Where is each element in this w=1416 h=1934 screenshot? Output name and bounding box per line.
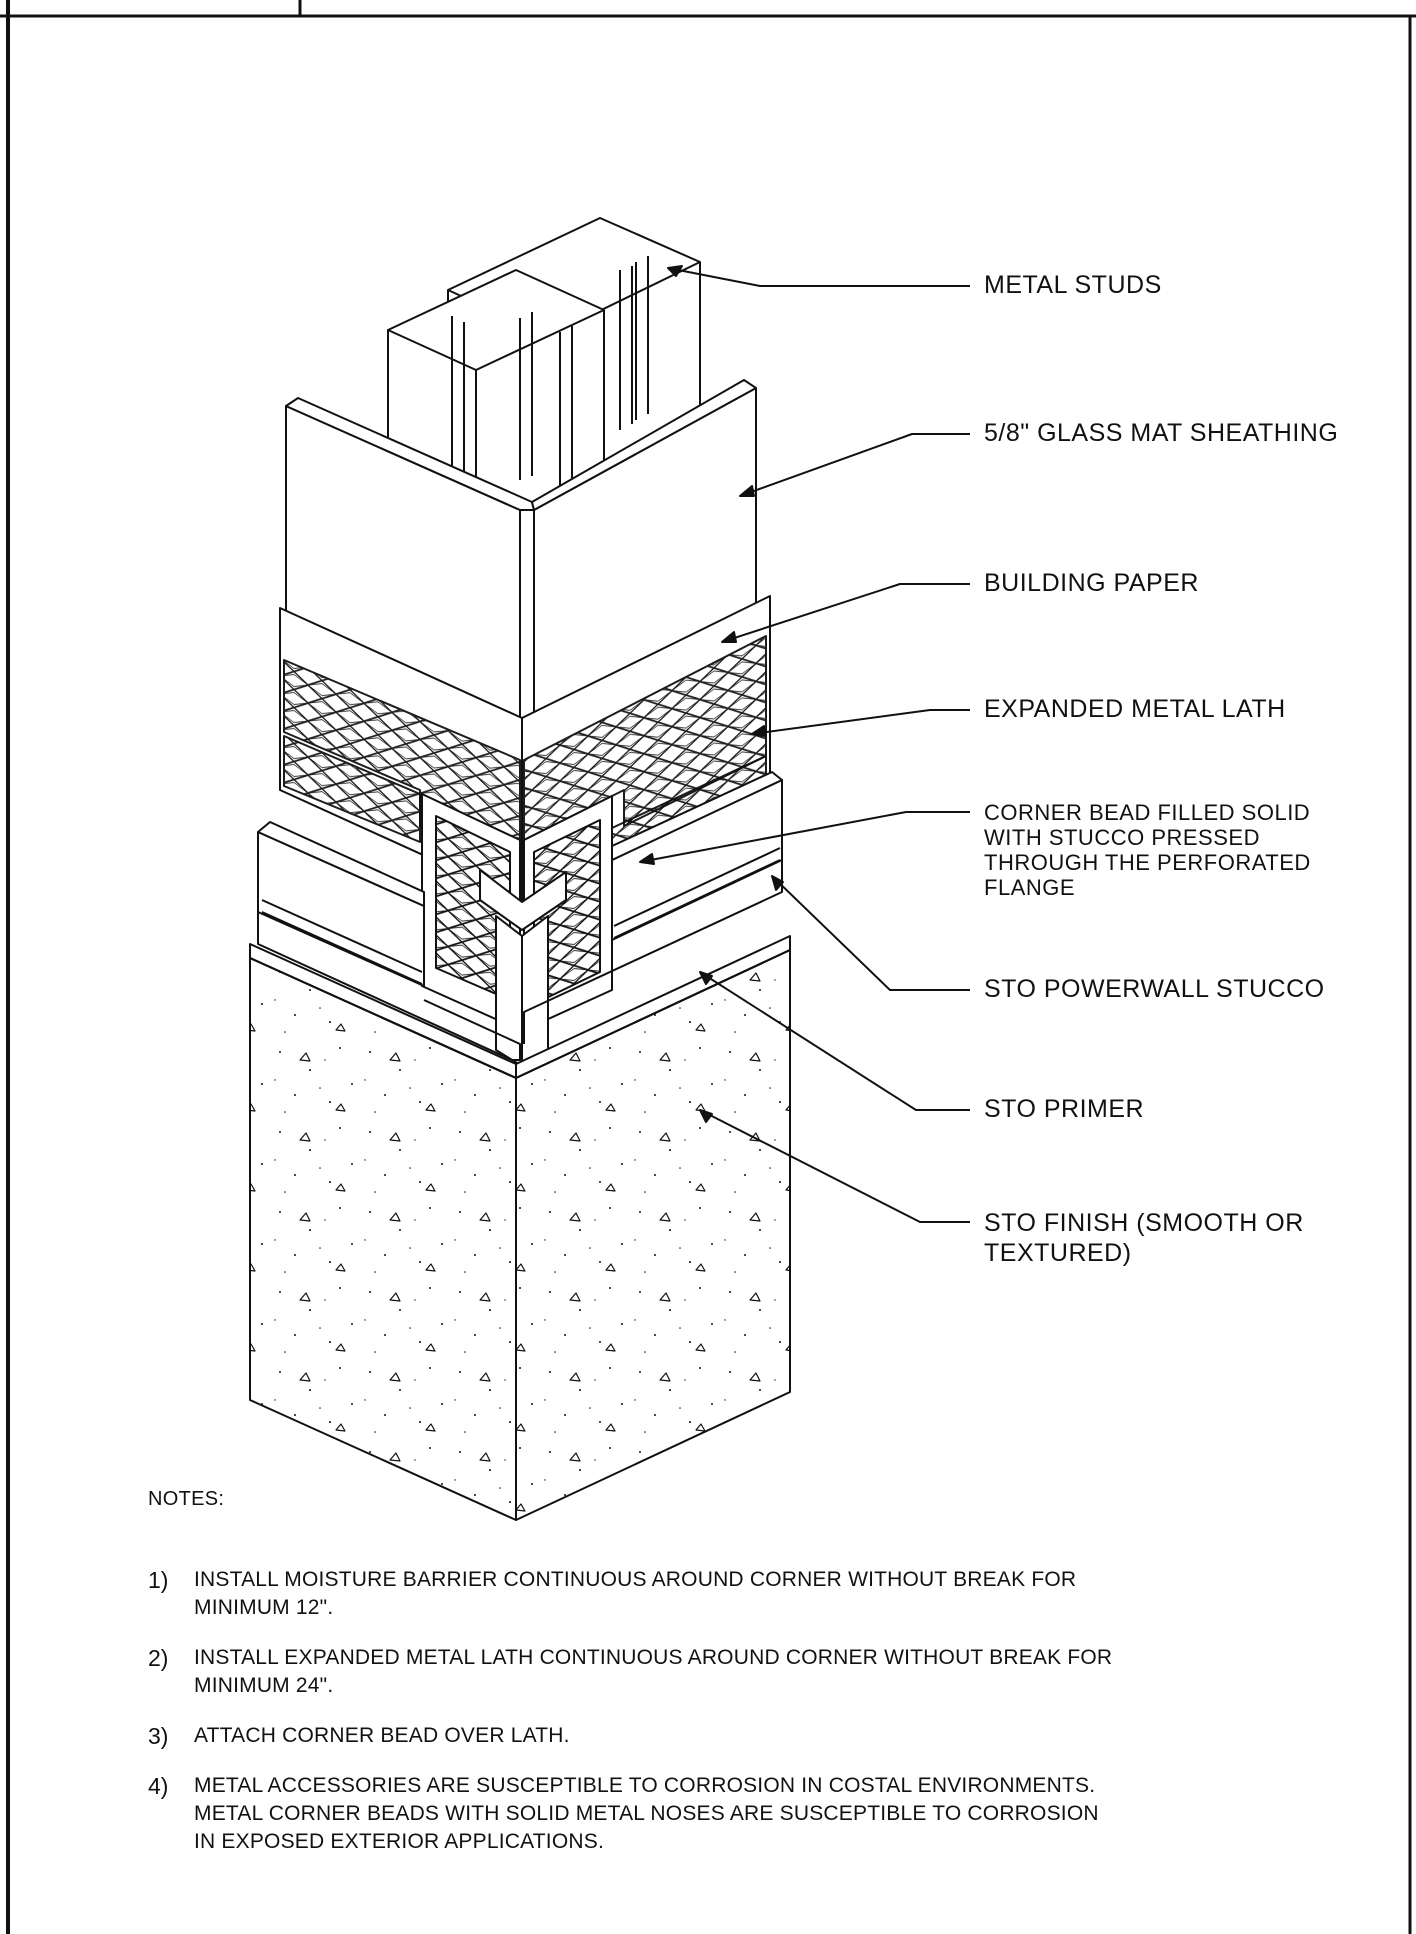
label-stucco: STO POWERWALL STUCCO bbox=[984, 975, 1325, 1003]
note-text: ATTACH CORNER BEAD OVER LATH. bbox=[194, 1724, 570, 1747]
finish-shape bbox=[249, 949, 791, 1521]
note-number: 1) bbox=[148, 1567, 169, 1593]
note-text: METAL ACCESSORIES ARE SUSCEPTIBLE TO COR… bbox=[194, 1774, 1099, 1853]
note-number: 3) bbox=[148, 1723, 169, 1749]
note-number: 2) bbox=[148, 1645, 169, 1671]
stucco-shape bbox=[257, 771, 783, 1061]
leader-lines bbox=[639, 265, 970, 1223]
note-item: 2) INSTALL EXPANDED METAL LATH CONTINUOU… bbox=[148, 1644, 1248, 1700]
label-building-paper: BUILDING PAPER bbox=[984, 569, 1199, 597]
notes-list: 1) INSTALL MOISTURE BARRIER CONTINUOUS A… bbox=[148, 1566, 1248, 1878]
label-metal-lath: EXPANDED METAL LATH bbox=[984, 695, 1286, 723]
label-sheathing: 5/8" GLASS MAT SHEATHING bbox=[984, 419, 1339, 447]
label-finish: STO FINISH (SMOOTH OR TEXTURED) bbox=[984, 1209, 1304, 1267]
note-item: 3) ATTACH CORNER BEAD OVER LATH. bbox=[148, 1722, 1248, 1750]
label-primer: STO PRIMER bbox=[984, 1095, 1145, 1123]
label-metal-studs: METAL STUDS bbox=[984, 271, 1162, 299]
notes-heading: NOTES: bbox=[148, 1488, 225, 1510]
note-item: 1) INSTALL MOISTURE BARRIER CONTINUOUS A… bbox=[148, 1566, 1248, 1622]
note-text: INSTALL EXPANDED METAL LATH CONTINUOUS A… bbox=[194, 1646, 1113, 1697]
label-corner-bead: CORNER BEAD FILLED SOLID WITH STUCCO PRE… bbox=[984, 800, 1311, 900]
note-number: 4) bbox=[148, 1773, 169, 1799]
note-item: 4) METAL ACCESSORIES ARE SUSCEPTIBLE TO … bbox=[148, 1772, 1248, 1856]
note-text: INSTALL MOISTURE BARRIER CONTINUOUS AROU… bbox=[194, 1568, 1077, 1619]
